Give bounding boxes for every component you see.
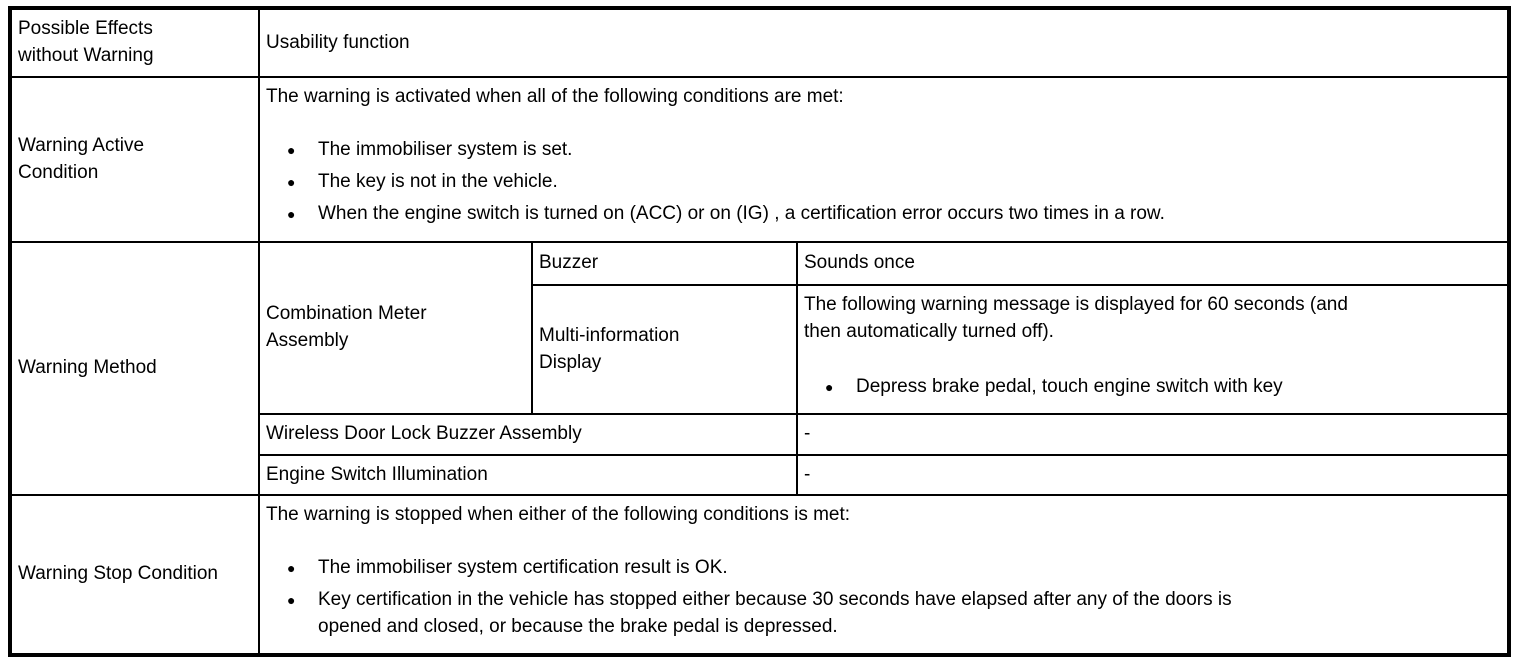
combination-meter-label: Combination Meter Assembly [266, 303, 427, 351]
buzzer-label: Buzzer [539, 252, 599, 274]
row-warning-method-buzzer: Warning Method Combination Meter Assembl… [9, 241, 1510, 496]
warning-stop-bullets: ● The immobiliser system certification r… [266, 555, 1501, 641]
wireless-door-lock-buzzer-label-cell: Wireless Door Lock Buzzer Assembly [258, 413, 798, 456]
engine-switch-illumination-value: - [804, 463, 811, 485]
warning-method-label: Warning Method [18, 357, 157, 379]
bullet-item: ● Key certification in the vehicle has s… [266, 587, 1501, 641]
row-possible-effects: Possible Effects without Warning Usabili… [9, 7, 1510, 78]
warning-stop-label: Warning Stop Condition [18, 563, 218, 585]
bullet-icon: ● [287, 141, 296, 158]
row-warning-stop: Warning Stop Condition The warning is st… [9, 494, 1510, 656]
multi-information-display-label-cell: Multi-information Display [531, 284, 798, 415]
buzzer-label-cell: Buzzer [531, 241, 798, 286]
warning-active-bullets: ● The immobiliser system is set. ● The k… [266, 137, 1501, 228]
row-warning-method-mid: Multi-information Display The following … [10, 284, 1510, 415]
engine-switch-illumination-label: Engine Switch Illumination [266, 463, 488, 485]
warning-active-label-cell: Warning Active Condition [9, 76, 260, 243]
possible-effects-label: Possible Effects without Warning [18, 18, 154, 66]
bullet-text: The immobiliser system certification res… [318, 556, 728, 578]
bullet-text: The immobiliser system is set. [318, 138, 573, 160]
bullet-icon: ● [287, 591, 296, 608]
mid-value-intro: The following warning message is display… [804, 294, 1348, 342]
engine-switch-illumination-value-cell: - [796, 454, 1510, 496]
combination-meter-label-cell: Combination Meter Assembly [258, 241, 533, 415]
warning-spec-table: Possible Effects without Warning Usabili… [8, 6, 1511, 657]
buzzer-value-cell: Sounds once [796, 241, 1510, 286]
bullet-icon: ● [287, 559, 296, 576]
row-warning-active: Warning Active Condition The warning is … [9, 76, 1510, 243]
warning-active-label: Warning Active Condition [18, 134, 145, 183]
warning-method-label-cell: Warning Method [9, 241, 260, 496]
multi-information-display-label: Multi-information Display [539, 324, 680, 373]
bullet-item: ● Depress brake pedal, touch engine swit… [804, 374, 1501, 401]
possible-effects-label-cell: Possible Effects without Warning [9, 7, 260, 78]
bullet-text: Depress brake pedal, touch engine switch… [856, 375, 1283, 397]
bullet-text: The key is not in the vehicle. [318, 170, 558, 192]
buzzer-value: Sounds once [804, 252, 915, 274]
multi-information-display-value-cell: The following warning message is display… [796, 284, 1510, 415]
possible-effects-value: Usability function [266, 31, 410, 53]
wireless-door-lock-buzzer-value-cell: - [796, 413, 1510, 456]
bullet-icon: ● [287, 173, 296, 190]
row-warning-method-engine-switch: Engine Switch Illumination - [10, 454, 1510, 496]
bullet-text: Key certification in the vehicle has sto… [318, 588, 1232, 637]
bullet-item: ● When the engine switch is turned on (A… [266, 201, 1501, 228]
warning-stop-value-cell: The warning is stopped when either of th… [258, 494, 1510, 656]
wireless-door-lock-buzzer-value: - [804, 423, 811, 445]
mid-bullets: ● Depress brake pedal, touch engine swit… [804, 374, 1501, 401]
warning-stop-label-cell: Warning Stop Condition [9, 494, 260, 656]
bullet-icon: ● [825, 378, 834, 395]
warning-active-intro: The warning is activated when all of the… [266, 86, 844, 107]
row-warning-method-wireless: Wireless Door Lock Buzzer Assembly - [10, 413, 1510, 456]
possible-effects-value-cell: Usability function [258, 7, 1510, 78]
engine-switch-illumination-label-cell: Engine Switch Illumination [258, 454, 798, 496]
warning-active-value-cell: The warning is activated when all of the… [258, 76, 1510, 243]
bullet-item: ● The key is not in the vehicle. [266, 169, 1501, 196]
bullet-icon: ● [287, 205, 296, 222]
bullet-item: ● The immobiliser system certification r… [266, 555, 1501, 582]
warning-stop-intro: The warning is stopped when either of th… [266, 504, 851, 525]
bullet-item: ● The immobiliser system is set. [266, 137, 1501, 164]
bullet-text: When the engine switch is turned on (ACC… [318, 202, 1165, 224]
wireless-door-lock-buzzer-label: Wireless Door Lock Buzzer Assembly [266, 423, 582, 445]
